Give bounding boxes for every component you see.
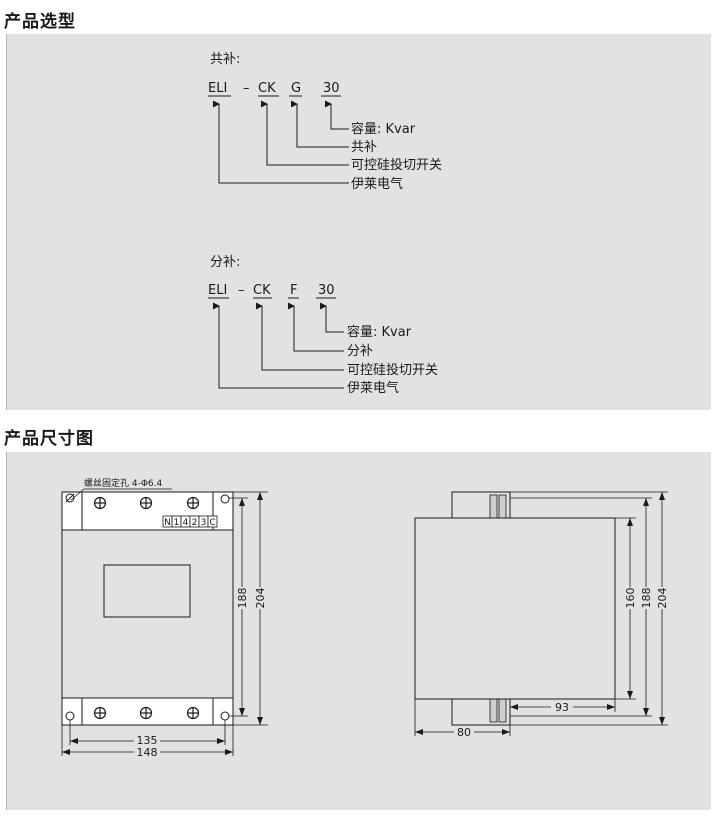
split-legend-type: 分补: [347, 344, 373, 359]
common-code-capacity: 30: [323, 81, 340, 96]
common-model-code: 共补: ELI – CK G 30 容量: Kvar 共补 可控硅投切开关 伊莱…: [208, 52, 442, 192]
common-code-brand: ELI: [208, 81, 227, 96]
common-title: 共补:: [210, 52, 240, 67]
side-depth-80: 80: [457, 726, 471, 739]
split-code-type: F: [290, 283, 297, 298]
front-display-window: [103, 564, 191, 618]
terminal-1: 1: [174, 518, 180, 528]
split-legend-capacity: 容量: Kvar: [347, 324, 412, 340]
split-model-code: 分补: ELI – CK F 30 容量: Kvar 分补 可控硅投切开关 伊莱…: [208, 255, 438, 396]
common-code-switch: CK: [258, 81, 276, 96]
split-legend-brand: 伊莱电气: [347, 380, 399, 396]
split-code-switch: CK: [253, 283, 271, 298]
front-width-135: 135: [137, 734, 158, 747]
front-height-204: 204: [254, 588, 267, 609]
front-height-188: 188: [236, 588, 249, 609]
side-height-204: 204: [656, 588, 669, 609]
front-width-148: 148: [137, 746, 158, 759]
top-screw-icons: [93, 496, 200, 510]
side-depth-dimensions: [414, 699, 616, 736]
split-leader-lines: [213, 302, 344, 389]
mounting-hole-note: 螺丝固定孔 4-Φ6.4: [84, 477, 163, 489]
common-code-type: G: [291, 81, 301, 96]
section-title-dimensions: 产品尺寸图: [4, 429, 94, 449]
selection-panel: [6, 34, 711, 410]
common-legend-brand: 伊莱电气: [351, 176, 403, 192]
side-front-body: [414, 517, 616, 700]
terminal-labels: N 1 4 2 3 C: [162, 515, 218, 528]
split-code-separator: –: [238, 283, 245, 298]
bottom-screw-icons: [93, 706, 200, 720]
side-depth-93: 93: [555, 701, 569, 714]
terminal-3: 3: [201, 518, 207, 528]
side-height-160: 160: [624, 588, 637, 609]
terminal-4: 4: [183, 518, 189, 528]
split-legend-switch: 可控硅投切开关: [347, 362, 438, 378]
common-leader-lines: [213, 100, 349, 184]
side-view-drawing: 160 188 204 93 80: [414, 491, 669, 739]
front-view-drawing: 螺丝固定孔 4-Φ6.4 N 1 4 2 3 C: [61, 477, 268, 759]
terminal-2: 2: [192, 518, 198, 528]
split-code-capacity: 30: [318, 283, 335, 298]
terminal-c: C: [209, 518, 215, 528]
split-title: 分补:: [210, 255, 240, 270]
terminal-n: N: [164, 518, 171, 528]
mounting-hole-icons: [65, 493, 230, 721]
common-legend-switch: 可控硅投切开关: [351, 157, 442, 173]
common-legend-capacity: 容量: Kvar: [351, 121, 416, 137]
common-code-separator: –: [243, 81, 250, 96]
section-title-selection: 产品选型: [4, 12, 76, 32]
split-code-brand: ELI: [208, 283, 227, 298]
side-height-188: 188: [640, 588, 653, 609]
common-legend-type: 共补: [351, 140, 377, 155]
